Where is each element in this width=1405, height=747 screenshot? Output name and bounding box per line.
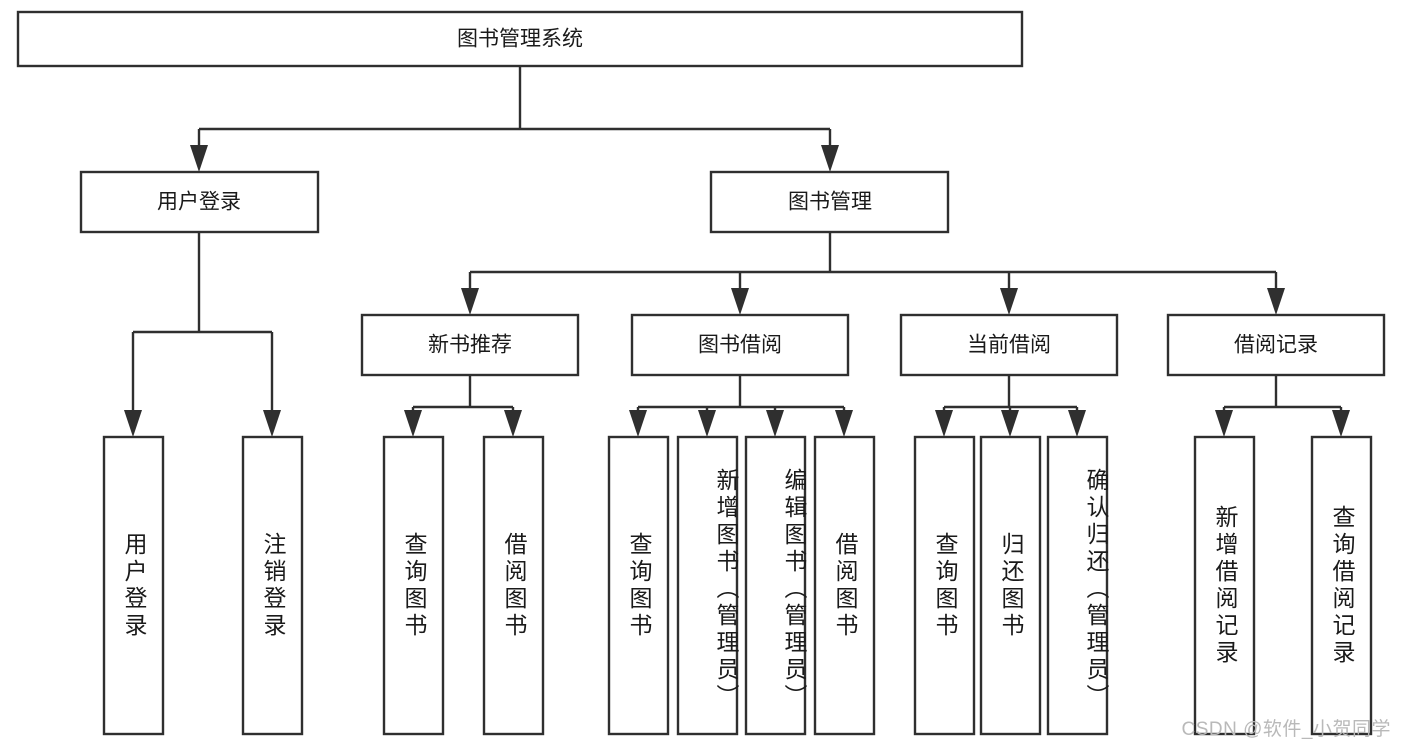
leaf-box-br-query-record[interactable] [1310, 435, 1373, 736]
node-book-borrow-box[interactable] [630, 313, 850, 377]
arrow-head-cb-leaf-2 [1001, 410, 1019, 437]
node-book-borrow[interactable]: 图书借阅 [630, 313, 850, 377]
arrow-head-bb-leaf-1 [629, 410, 647, 437]
leaf-box-logout[interactable] [241, 435, 304, 736]
node-new-book-recommend-label: 新书推荐 [428, 334, 512, 357]
arrow-head-new-book-rec [461, 288, 479, 315]
arrow-head-br-leaf-2 [1332, 410, 1350, 437]
leaf-box-nbr-borrow-book[interactable] [482, 435, 545, 736]
node-root[interactable]: 图书管理系统 [16, 10, 1024, 68]
node-new-book-recommend[interactable]: 新书推荐 [360, 313, 580, 377]
arrow-head-cb-leaf-3 [1068, 410, 1086, 437]
node-borrow-record[interactable]: 借阅记录 [1166, 313, 1386, 377]
arrow-head-bb-leaf-4 [835, 410, 853, 437]
leaf-box-cb-confirm-return-admin[interactable] [1046, 435, 1109, 736]
node-user-login-box[interactable] [79, 170, 320, 234]
arrow-head-cb-leaf-1 [935, 410, 953, 437]
leaf-box-user-login[interactable] [102, 435, 165, 736]
arrow-head-br-leaf-1 [1215, 410, 1233, 437]
node-root-label: 图书管理系统 [457, 28, 583, 51]
node-book-management[interactable]: 图书管理 [709, 170, 950, 234]
arrow-head-bb-leaf-2 [698, 410, 716, 437]
leaf-box-bb-edit-book-admin[interactable] [744, 435, 807, 736]
arrow-head-book-mgmt [821, 145, 839, 172]
arrow-head-borrow-record [1267, 288, 1285, 315]
arrow-head-current-borrow [1000, 288, 1018, 315]
connector-group-borrow-record [1215, 375, 1350, 437]
node-current-borrow-label: 当前借阅 [967, 334, 1051, 357]
watermark-text: CSDN @软件_小贺同学 [1181, 719, 1391, 740]
connector-group-book-mgmt [461, 232, 1285, 315]
connector-group-root [190, 66, 839, 172]
node-current-borrow-box[interactable] [899, 313, 1119, 377]
node-user-login[interactable]: 用户登录 [79, 170, 320, 234]
leaf-box-nbr-query-book[interactable] [382, 435, 445, 736]
connector-group-current-borrow [935, 375, 1086, 437]
leaf-box-bb-borrow-book[interactable] [813, 435, 876, 736]
leaf-box-cb-query-book[interactable] [913, 435, 976, 736]
arrow-head-leaf-logout [263, 410, 281, 437]
arrow-head-leaf-user-login [124, 410, 142, 437]
arrow-head-nbr-leaf-2 [504, 410, 522, 437]
leaf-box-cb-return-book[interactable] [979, 435, 1042, 736]
node-borrow-record-box[interactable] [1166, 313, 1386, 377]
arrow-head-user-login [190, 145, 208, 172]
node-root-box[interactable] [16, 10, 1024, 68]
node-book-management-label: 图书管理 [788, 191, 872, 214]
node-current-borrow[interactable]: 当前借阅 [899, 313, 1119, 377]
leaf-box-bb-add-book-admin[interactable] [676, 435, 739, 736]
node-borrow-record-label: 借阅记录 [1234, 334, 1318, 357]
connector-group-user-login [124, 232, 281, 437]
arrow-head-bb-leaf-3 [766, 410, 784, 437]
node-new-book-recommend-box[interactable] [360, 313, 580, 377]
node-book-borrow-label: 图书借阅 [698, 334, 782, 357]
leaf-box-br-add-record[interactable] [1193, 435, 1256, 736]
node-user-login-label: 用户登录 [157, 191, 241, 214]
arrow-head-nbr-leaf-1 [404, 410, 422, 437]
connector-group-book-borrow [629, 375, 853, 437]
leaf-box-bb-query-book[interactable] [607, 435, 670, 736]
node-book-management-box[interactable] [709, 170, 950, 234]
arrow-head-book-borrow [731, 288, 749, 315]
connector-group-new-book-rec [404, 375, 522, 437]
